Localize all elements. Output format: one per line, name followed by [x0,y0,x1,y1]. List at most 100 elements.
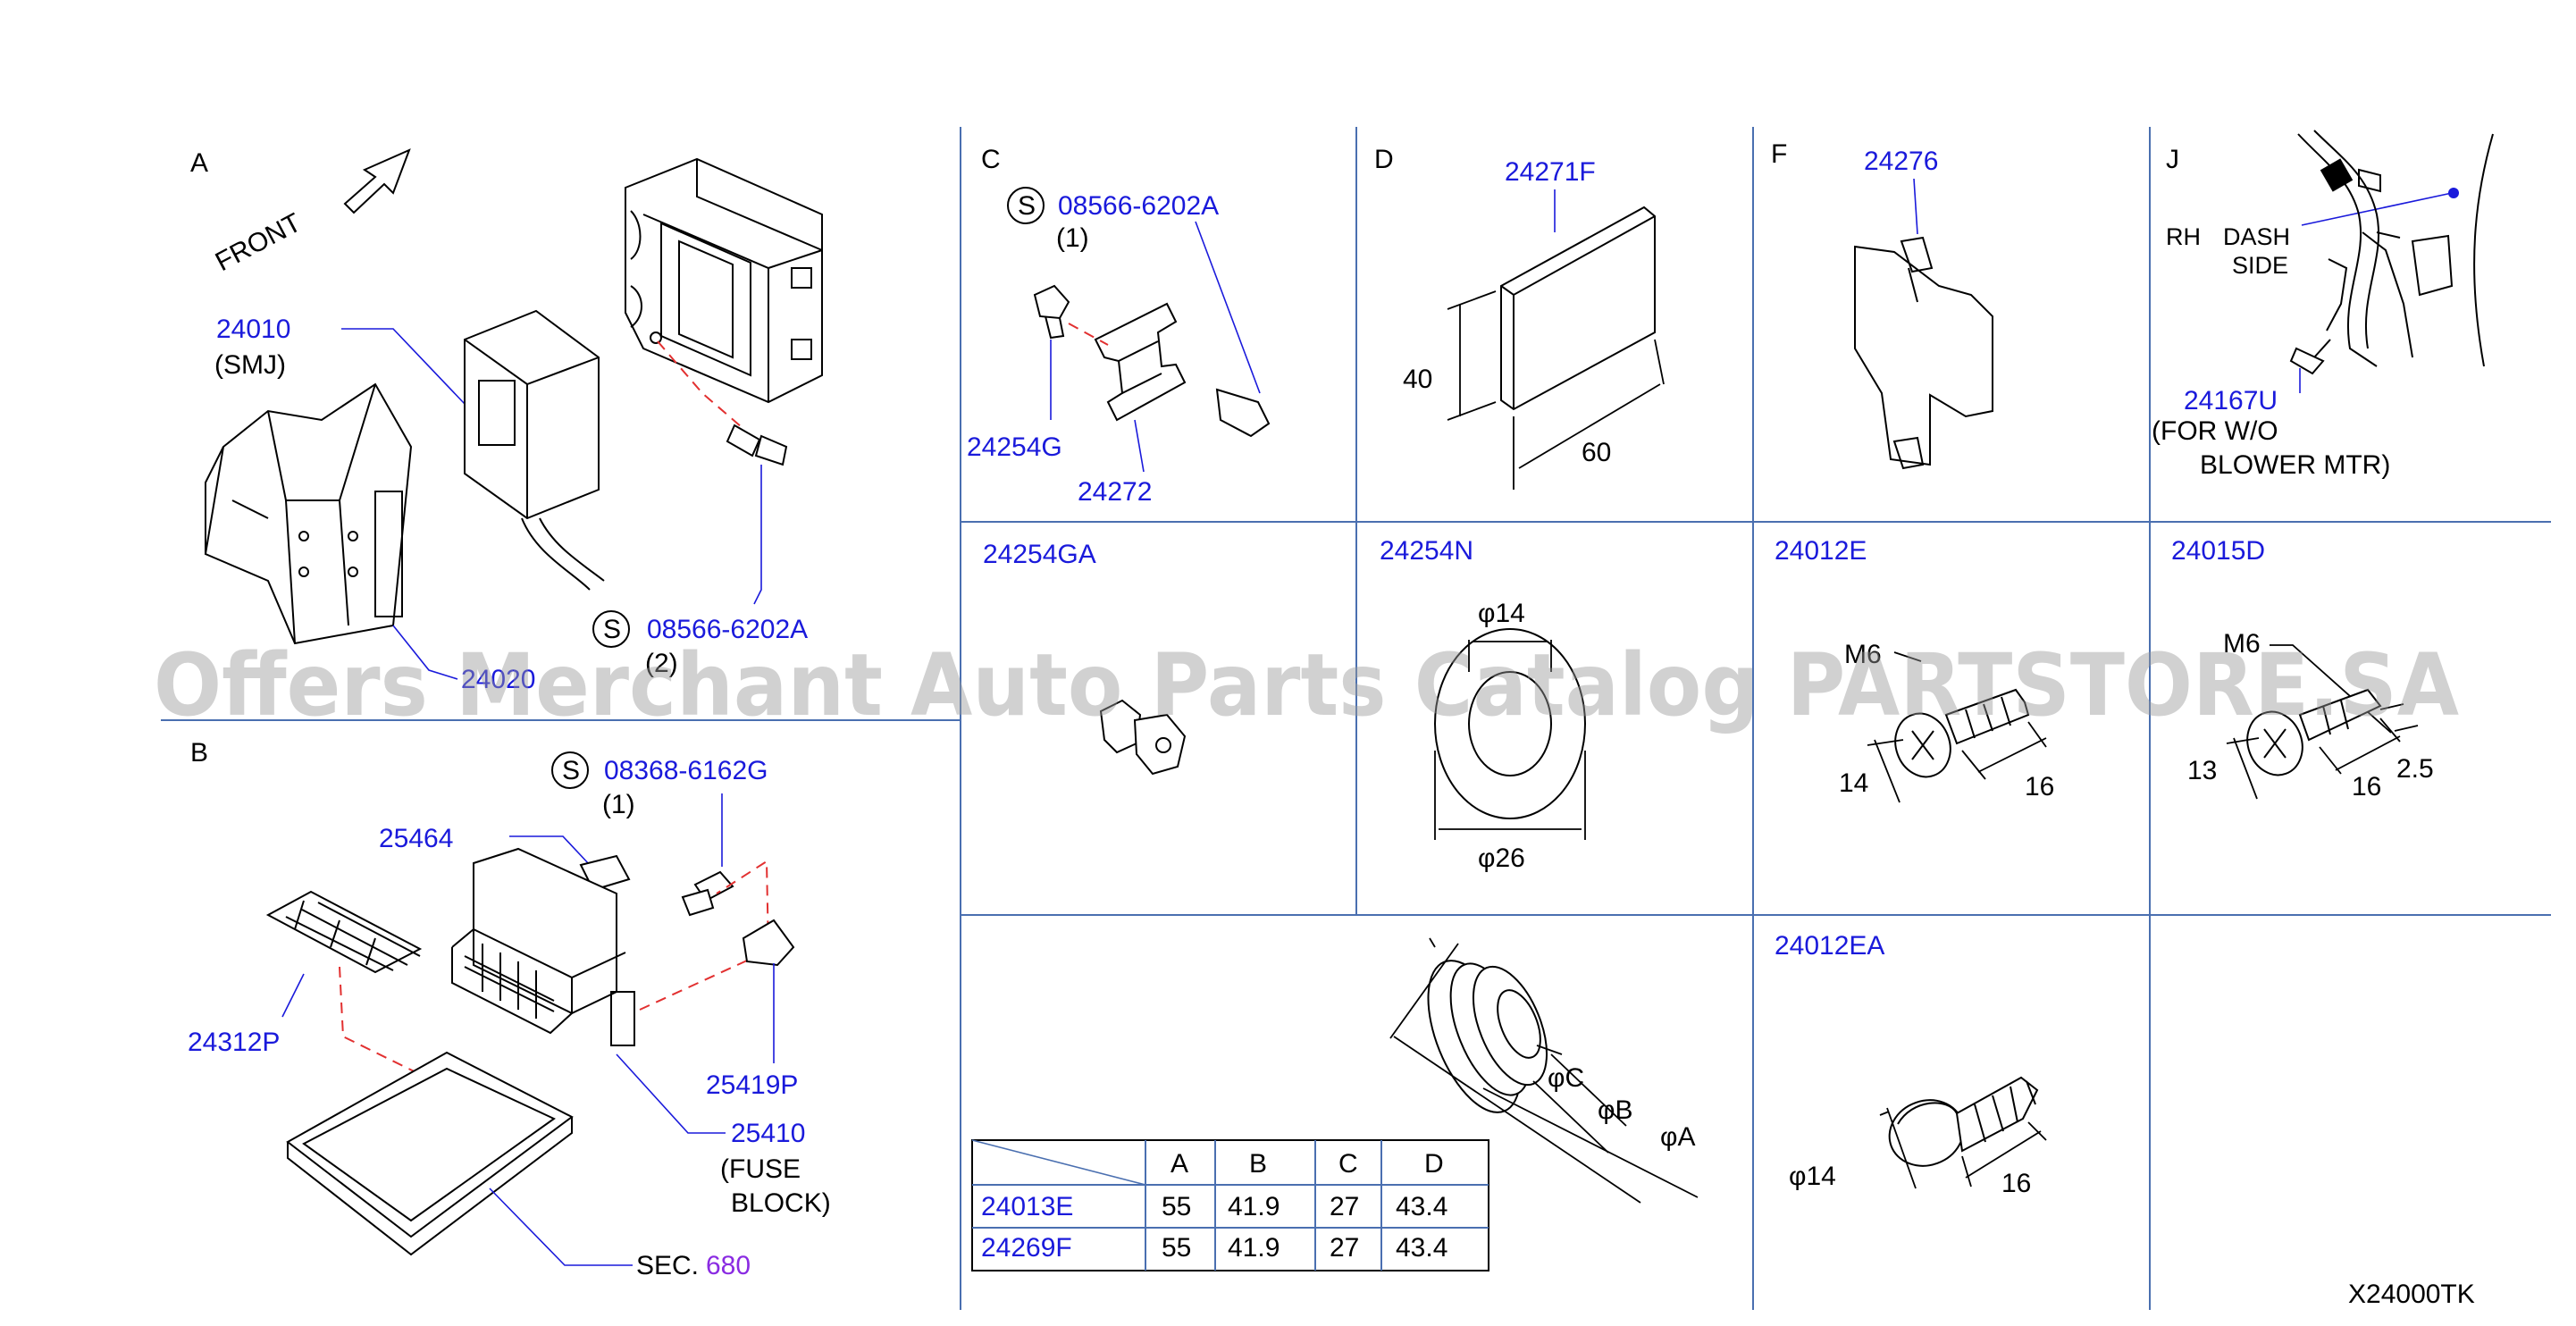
table-cell: 43.4 [1396,1233,1447,1263]
bolt-24012E [1894,688,2030,778]
cover-24312P [265,890,423,974]
leader-24272 [1134,419,1145,473]
screw-symbol-b [551,751,589,789]
table-header-a: A [1171,1149,1188,1179]
part-label-24020[interactable]: 24020 [461,665,535,694]
dim-16-ea-label: 16 [2001,1169,2031,1198]
leader-25410 [616,1053,726,1134]
dim-16-e-label: 16 [2025,772,2054,801]
leader-thread-e [1893,651,1922,662]
dim-60 [1513,339,1665,490]
dim-phiB-label: φB [1598,1095,1632,1125]
panel-j-letter: J [2166,145,2179,174]
dash-label: DASH [2223,223,2290,250]
part-label-24312P[interactable]: 24312P [188,1028,280,1057]
grommet-outer [1434,628,1586,819]
diagram-code: X24000TK [2348,1280,2475,1309]
dim-40-label: 40 [1403,365,1432,394]
part-label-25464[interactable]: 25464 [379,824,453,853]
sec-number[interactable]: 680 [706,1251,751,1280]
dim-14-e [1867,739,1904,803]
screw-symbol-a [592,610,630,648]
leader-screw-c [1195,221,1261,394]
part-label-08368-6162G[interactable]: 08368-6162G [604,756,768,785]
leader-screw-a [753,465,762,605]
part-label-24012EA[interactable]: 24012EA [1775,931,1884,961]
dash-side-point [2448,188,2459,198]
dim-grommet-inner [1532,1045,1627,1154]
screw-24012EA [1888,1076,2039,1167]
tray [286,1051,574,1256]
screw-path-c [1068,323,1109,346]
panel-b: B S 08368-6162G (1) 25464 25419P 25410 (… [188,738,831,1280]
panel-24012EA: 24012EA φ14 16 [1775,931,2047,1198]
part-label-24254GA[interactable]: 24254GA [983,540,1096,569]
part-label-24167U[interactable]: 24167U [2184,386,2278,415]
front-label: FRONT [211,208,306,278]
screw-qty-c: (1) [1056,223,1089,253]
bracket-24272 [1094,302,1187,422]
part-label-24012E[interactable]: 24012E [1775,536,1867,566]
smj-module [464,309,605,591]
screw-a [726,424,788,466]
part-label-08566-6202A-a[interactable]: 08566-6202A [647,615,808,644]
table-row-part[interactable]: 24013E [981,1192,1073,1221]
panel-f-letter: F [1771,139,1787,169]
dim-16-d [2319,718,2401,775]
table-header-d: D [1424,1149,1444,1179]
part-label-08566-6202A-c[interactable]: 08566-6202A [1058,191,1219,221]
dim-16-ea [1961,1121,2047,1188]
part-label-25410[interactable]: 25410 [731,1119,805,1148]
table-row-part[interactable]: 24269F [981,1233,1072,1263]
dim-40 [1447,290,1497,421]
bracket-25419P [742,919,795,967]
grommet-large [1427,960,1548,1113]
part-label-25419P[interactable]: 25419P [706,1070,798,1100]
table-row: 24269F 55 41.9 27 43.4 [981,1233,1447,1263]
panel-f: F 24276 [1771,139,1993,470]
watermark-text: Offers Merchant Auto Parts Catalog PARTS… [154,635,2459,735]
leader-24020 [392,625,458,680]
part-label-24015D[interactable]: 24015D [2171,536,2265,566]
note-24167U-2: BLOWER MTR) [2200,450,2390,480]
junction-box [625,157,823,404]
screw-symbol-a-letter: S [603,615,621,644]
clip-24254GA [1099,699,1187,776]
front-arrow-icon [343,148,411,214]
dim-13-d-label: 13 [2187,756,2217,785]
table-cell: 27 [1330,1233,1359,1263]
fuse-block [451,847,635,1046]
dim-phi26-label: φ26 [1478,843,1525,873]
screw-path-b [639,860,770,1011]
leader-25464 [509,835,591,866]
leader-sec680 [489,1188,633,1266]
screw-c [1215,388,1271,438]
dim-60-label: 60 [1582,438,1611,467]
panel-24254GA: 24254GA [983,540,1187,776]
dim-phi14-ea [1879,1107,1917,1189]
panel-c-letter: C [981,145,1001,174]
panel-b-letter: B [190,738,208,768]
fuse-block-desc1: (FUSE [720,1154,801,1184]
part-label-24276[interactable]: 24276 [1864,147,1938,176]
leader-24312P [281,973,305,1018]
panel-j: J RH DASH SIDE 24167U (FOR W/O BLOWER MT… [2152,130,2494,480]
panel-a: A FRONT 24010 (SMJ) [190,148,823,694]
harness-j [2289,130,2494,375]
part-label-24254G[interactable]: 24254G [967,432,1062,462]
part-label-24010[interactable]: 24010 [216,315,290,344]
part-label-24254N[interactable]: 24254N [1380,536,1473,566]
table-cell: 41.9 [1228,1192,1280,1221]
part-label-24271F[interactable]: 24271F [1505,157,1596,187]
thread-label-d: M6 [2223,629,2261,659]
table-cell: 55 [1162,1233,1191,1263]
table-header-c: C [1338,1149,1358,1179]
leader-24010 [341,328,466,405]
cover-24276 [1854,236,1993,470]
leader-dash-side [2301,192,2453,226]
leader-24276 [1913,178,1918,235]
dim-phi14 [1468,640,1552,672]
part-label-24272[interactable]: 24272 [1078,477,1152,507]
grommet-inner [1468,671,1552,776]
dim-16-d-label: 16 [2352,772,2381,801]
